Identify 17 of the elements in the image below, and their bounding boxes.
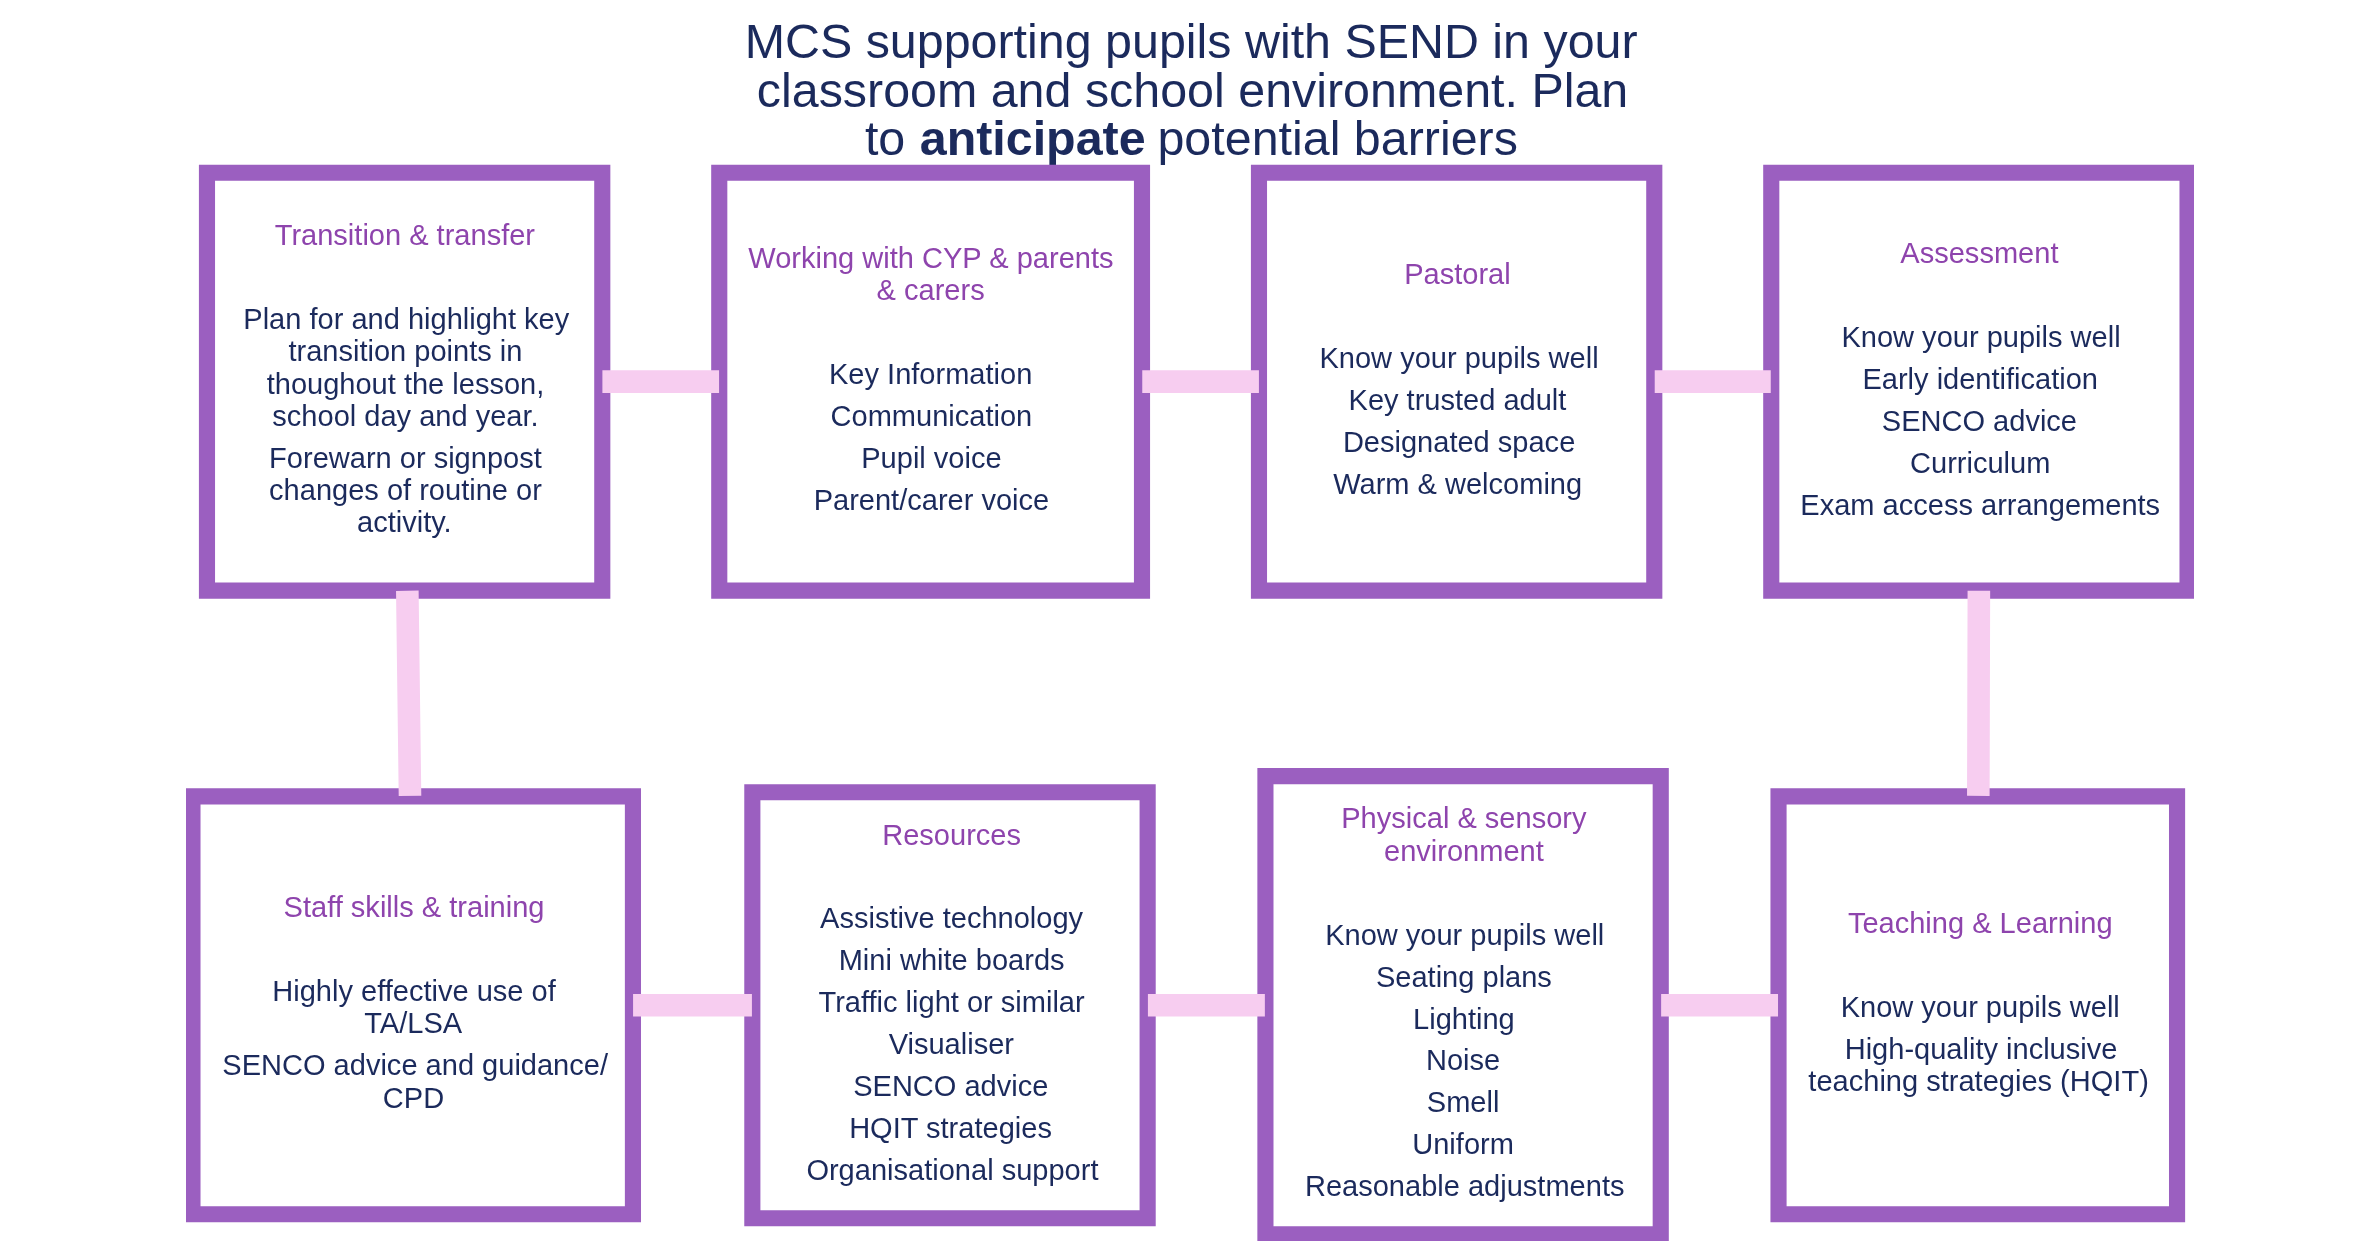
connector bbox=[395, 590, 421, 797]
node-box: Transition & transfer Plan for and highlight key transition points in thoughout the lesson, school day and year. Forewarn or signpost changes of routine or activity. bbox=[198, 164, 610, 599]
connector bbox=[601, 370, 719, 393]
node-box: Resources Assistive technology Mini white boards Traffic light or similar Visualiser SENCO advice HQIT strategies Organisational support bbox=[743, 784, 1156, 1227]
node-box: Teaching & Learning Know your pupils well High-quality inclusive teaching strategies (HQIT) bbox=[1769, 788, 2185, 1223]
connector bbox=[1966, 590, 1990, 796]
connector bbox=[1654, 370, 1771, 393]
diagram-title: MCS supporting pupils with SEND in your classroom and school environment. Plan to anticipate potential barriers bbox=[744, 14, 1638, 165]
node-box: Assessment Know your pupils well Early identification SENCO advice Curriculum Exam access arrangements bbox=[1762, 164, 2194, 599]
node-box: Pastoral Know your pupils well Key trusted adult Designated space Warm & welcoming bbox=[1250, 164, 1662, 599]
connector bbox=[1147, 994, 1265, 1017]
connector bbox=[632, 994, 752, 1017]
node-box: Physical & sensory environment Know your pupils well Seating plans Lighting Noise Smell Uniform Reasonable adjustments bbox=[1256, 768, 1669, 1241]
node-box: Staff skills & training Highly effective use of TA/LSA SENCO advice and guidance/ CPD bbox=[185, 788, 641, 1223]
node-box: Working with CYP & parents & carers Key Information Communication Pupil voice Parent/carer voice bbox=[710, 164, 1150, 599]
connector bbox=[1141, 370, 1259, 393]
connector bbox=[1660, 994, 1778, 1017]
